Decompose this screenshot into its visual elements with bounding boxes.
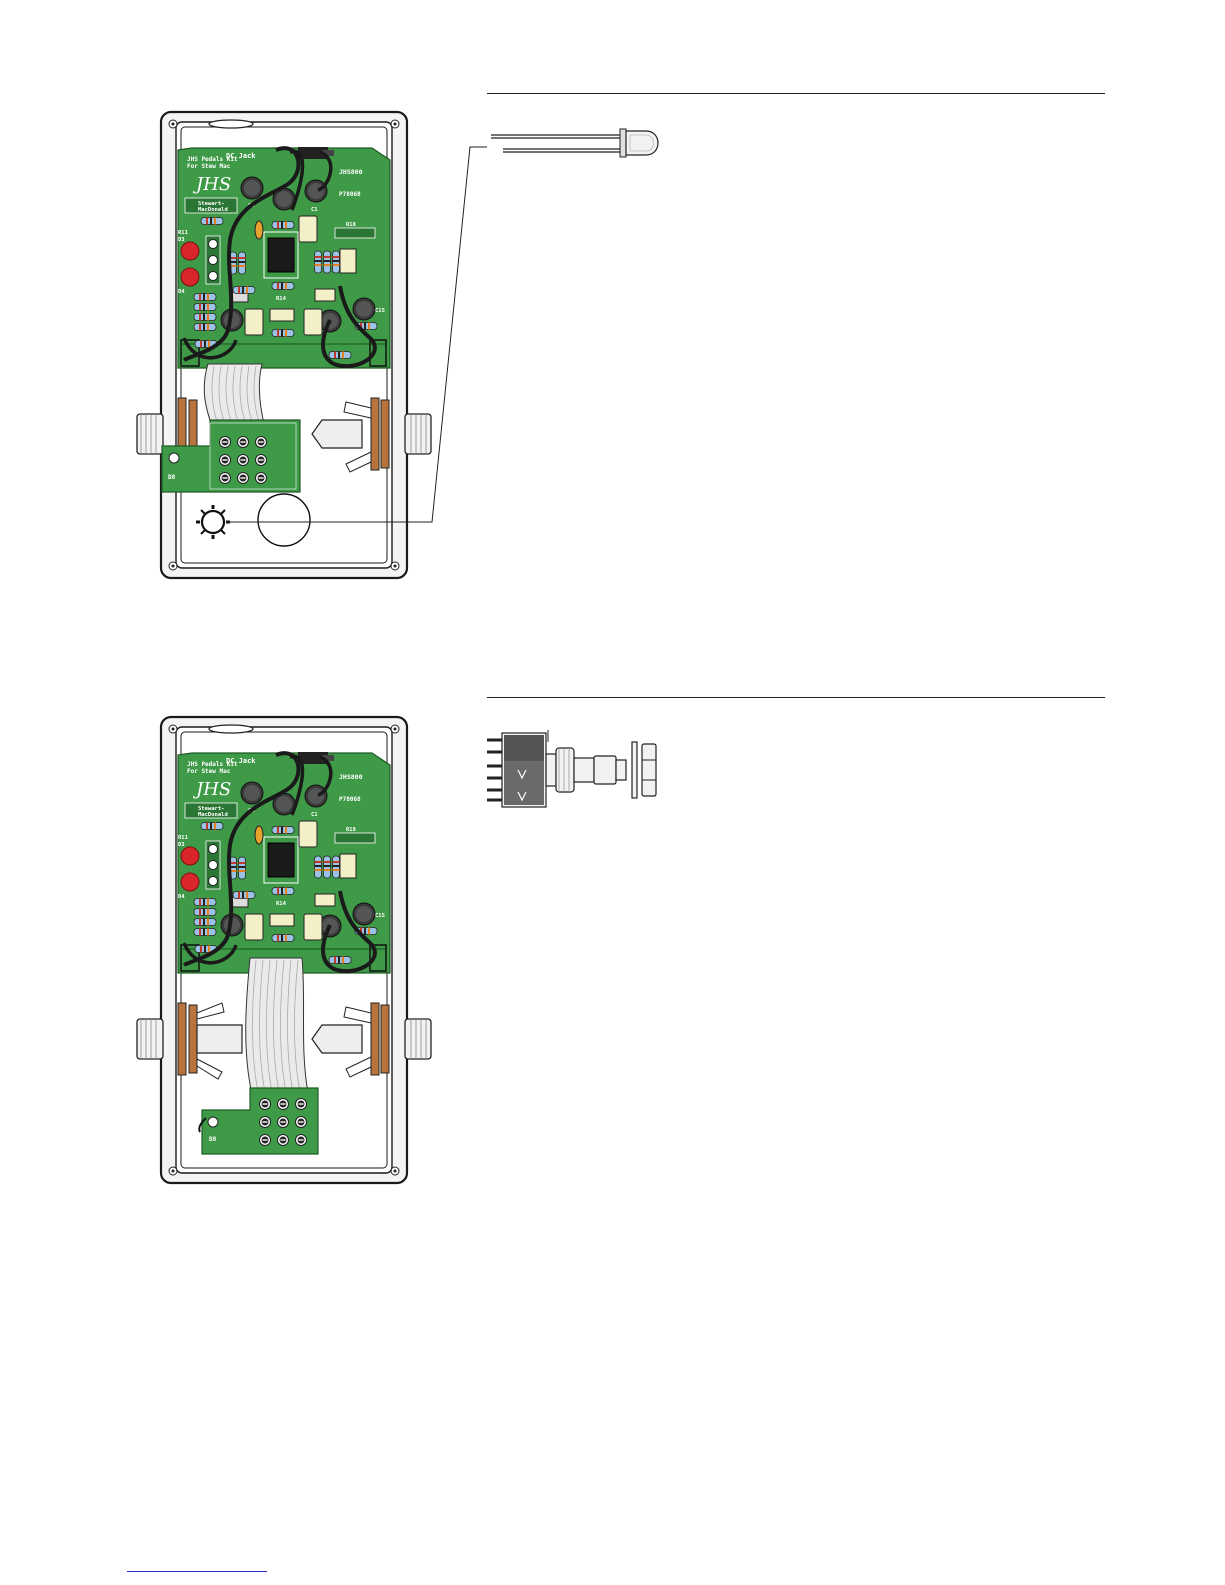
jhs-logo: JHS — [192, 174, 231, 195]
ic-chip — [268, 238, 294, 272]
silk-stewmac-2: MacDonald — [198, 207, 228, 213]
silk-r11: R11 — [178, 230, 189, 236]
silk-model: JHS800 — [339, 773, 363, 781]
ic-chip — [268, 843, 294, 877]
silk-d3: D3 — [178, 842, 185, 848]
silk-d3: D3 — [178, 237, 185, 243]
silk-r14: R14 — [276, 296, 287, 302]
silk-r18: R18 — [346, 827, 356, 833]
footswitch-icon — [487, 730, 656, 807]
silk-model: JHS800 — [339, 168, 363, 176]
enclosure-top: JHS Pedals Kit For Stew Mac JHS Stewart-… — [137, 112, 431, 578]
silk-part: P78068 — [339, 796, 361, 803]
silk-c1: C1 — [311, 207, 318, 213]
led-d4 — [181, 268, 199, 286]
silk-part: P78068 — [339, 191, 361, 198]
silk-d4: D4 — [178, 289, 185, 295]
silk-d4: D4 — [178, 894, 185, 900]
led-d3 — [181, 847, 199, 865]
jhs-logo: JHS — [192, 779, 231, 800]
led-bezel-icon — [196, 505, 230, 539]
footswitch-hole — [258, 494, 310, 546]
enclosure-bottom: JHS Pedals Kit For Stew Mac JHS Stewart-… — [137, 717, 431, 1183]
silk-brand-2: For Stew Mac — [187, 163, 231, 170]
silk-r11: R11 — [178, 835, 189, 841]
silk-c1: C1 — [311, 812, 318, 818]
silk-dc-jack: DC Jack — [226, 757, 256, 765]
led-d4 — [181, 873, 199, 891]
silk-r18: R18 — [346, 222, 356, 228]
silk-c15: C15 — [375, 913, 385, 919]
silk-d8: D8 — [168, 474, 176, 481]
silk-dc-jack: DC Jack — [226, 152, 256, 160]
silk-c15: C15 — [375, 308, 385, 314]
silk-r14: R14 — [276, 901, 287, 907]
silk-stewmac-2: MacDonald — [198, 812, 228, 818]
led-d3 — [181, 242, 199, 260]
silk-d8: D8 — [209, 1136, 217, 1143]
led-icon — [491, 129, 658, 157]
silk-brand-2: For Stew Mac — [187, 768, 231, 775]
